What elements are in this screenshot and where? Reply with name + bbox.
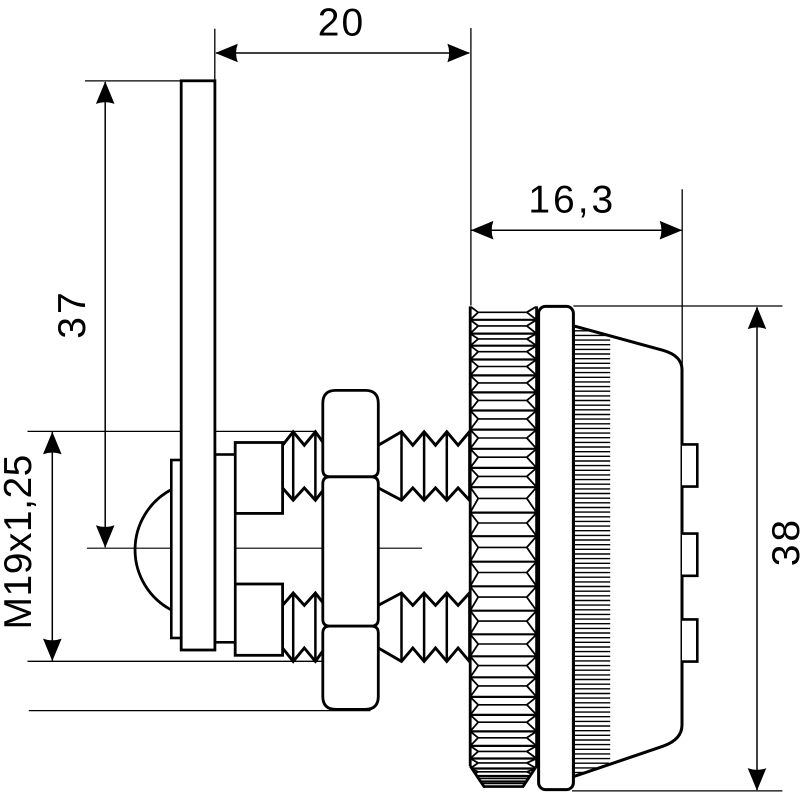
svg-text:38: 38 [765,517,800,566]
svg-text:M19x1,25: M19x1,25 [0,454,40,629]
svg-text:16,3: 16,3 [528,178,616,221]
svg-text:20: 20 [318,1,365,44]
svg-text:37: 37 [51,289,94,338]
